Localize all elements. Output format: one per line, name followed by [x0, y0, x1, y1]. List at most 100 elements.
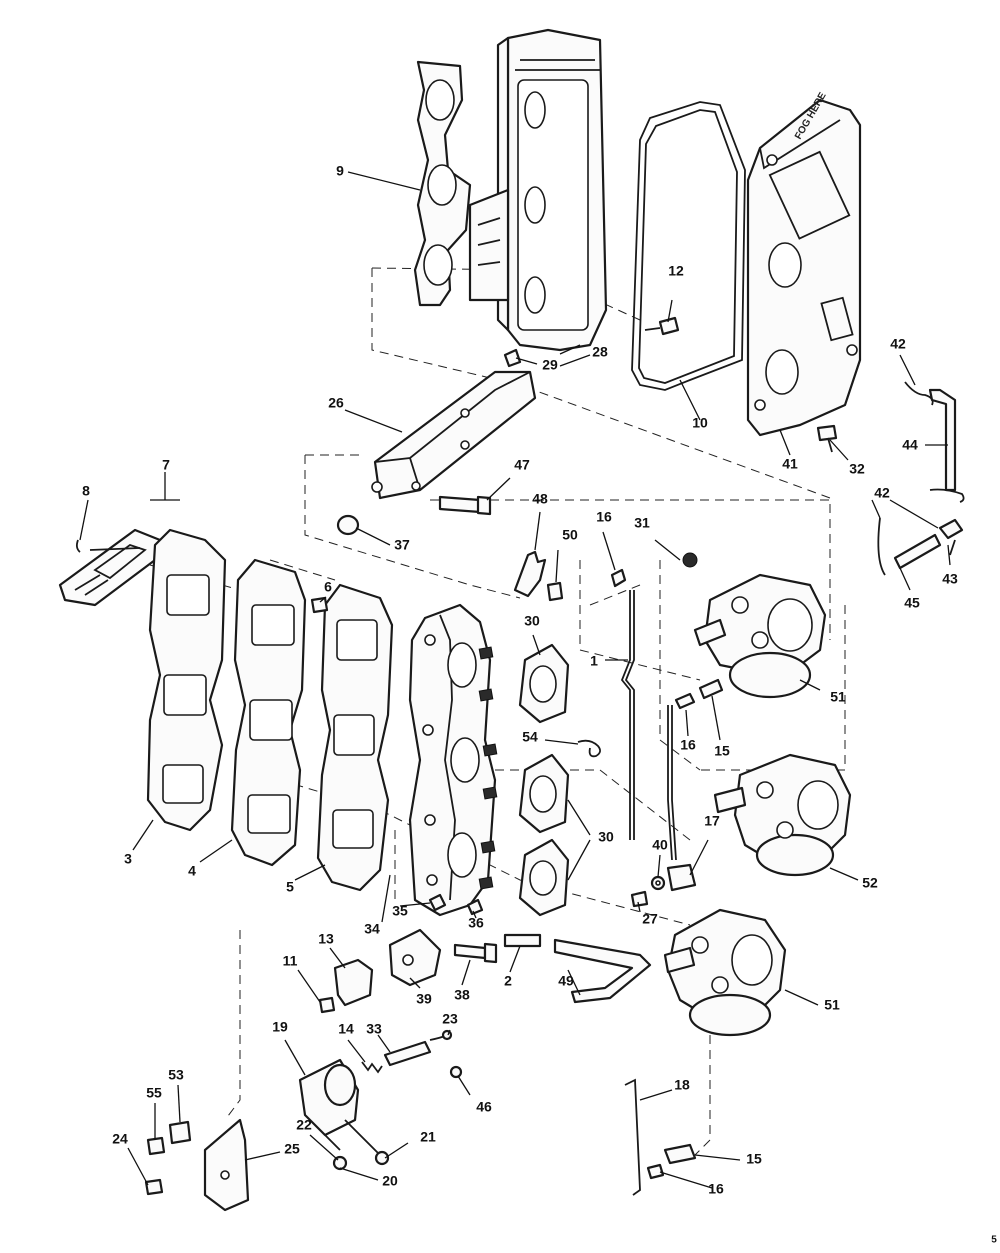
callout-5: 5: [286, 879, 294, 895]
intake-duct: [371, 370, 537, 500]
callout-6: 6: [324, 579, 332, 595]
throttle-link-rod: [667, 678, 724, 861]
callout-28: 28: [592, 344, 608, 360]
carburetor-middle: [713, 753, 852, 877]
callout-7: 7: [162, 457, 170, 473]
callout-52: 52: [862, 875, 878, 891]
callout-16-bottom: 16: [708, 1181, 724, 1197]
choke-solenoid: [298, 1058, 381, 1156]
bracket-screw: [546, 581, 564, 602]
plunger-nut: [449, 1065, 463, 1079]
callout-49: 49: [558, 973, 574, 989]
manifold-fasteners: [428, 893, 484, 916]
callout-32: 32: [849, 461, 865, 477]
callout-21: 21: [420, 1129, 436, 1145]
carburetor-top: [682, 552, 827, 699]
bracket-screw-small: [318, 996, 336, 1014]
fuel-hose: [553, 938, 652, 1004]
base-screw: [503, 348, 522, 368]
link-bracket-small: [666, 863, 697, 892]
manifold-bolt: [438, 495, 492, 516]
gasket-screw: [310, 596, 329, 614]
choke-rod-lower: [624, 1078, 641, 1196]
callout-40: 40: [652, 837, 668, 853]
spring-clip: [577, 739, 601, 758]
callout-16-top: 16: [596, 509, 612, 525]
callout-53: 53: [168, 1067, 184, 1083]
callout-10: 10: [692, 415, 708, 431]
callout-48: 48: [532, 491, 548, 507]
callout-18: 18: [674, 1077, 690, 1093]
reed-plate-gasket-3: [146, 528, 227, 832]
clip-screw: [146, 1136, 166, 1156]
callout-3: 3: [124, 851, 132, 867]
callout-13: 13: [318, 931, 334, 947]
callout-22: 22: [296, 1117, 312, 1133]
callout-51-bottom: 51: [824, 997, 840, 1013]
shield-screw: [144, 1178, 164, 1196]
callout-46: 46: [476, 1099, 492, 1115]
mounting-bolt: [453, 942, 498, 964]
callout-2: 2: [504, 973, 512, 989]
silencer-screw: [644, 316, 680, 336]
callout-55: 55: [146, 1085, 162, 1101]
plug: [336, 514, 360, 536]
callout-4: 4: [188, 863, 196, 879]
link-connector-upper: [610, 568, 627, 588]
intake-manifold-casting: [408, 603, 498, 917]
plunger-spring: [429, 1029, 453, 1041]
reed-plate-gasket-5: [316, 583, 394, 892]
callout-44: 44: [902, 437, 918, 453]
page-mark: 5: [991, 1235, 997, 1246]
solenoid-spring: [361, 1061, 383, 1074]
fitting-assembly: [877, 517, 964, 576]
callout-45: 45: [904, 595, 920, 611]
carburetor-bottom: [663, 908, 787, 1037]
washer: [650, 875, 666, 891]
callout-26: 26: [328, 395, 344, 411]
callout-51-top: 51: [830, 689, 846, 705]
silencer-cover: FOG HERE: [746, 90, 862, 437]
callout-38: 38: [454, 987, 470, 1003]
cover-screw: [816, 424, 838, 453]
recirculation-hose: [904, 381, 965, 503]
callout-19: 19: [272, 1019, 288, 1035]
callout-47: 47: [514, 457, 530, 473]
link-connector-lower: [646, 1143, 697, 1180]
carburetor-gasket-middle: [518, 753, 570, 834]
callout-37: 37: [394, 537, 410, 553]
callout-29: 29: [542, 357, 558, 373]
callout-16-mid: 16: [680, 737, 696, 753]
callout-8: 8: [82, 483, 90, 499]
callout-25: 25: [284, 1141, 300, 1157]
carb-screw: [630, 890, 649, 908]
callout-14: 14: [338, 1021, 354, 1037]
air-silencer-base: [468, 28, 608, 352]
carburetor-gasket-lower: [518, 838, 570, 917]
choke-bracket: [388, 928, 442, 987]
callout-11: 11: [283, 953, 298, 969]
callout-42-top: 42: [890, 336, 906, 352]
callout-54: 54: [522, 729, 538, 745]
callout-39: 39: [416, 991, 432, 1007]
callout-36: 36: [468, 915, 484, 931]
leader-lines: [79, 171, 951, 1189]
callout-41: 41: [782, 456, 798, 472]
callout-15-bottom: 15: [746, 1151, 762, 1167]
link-bracket: [513, 550, 547, 598]
callout-20: 20: [382, 1173, 398, 1189]
reed-valve-block: [58, 528, 162, 607]
callout-42-mid: 42: [874, 485, 890, 501]
solenoid-plunger: [383, 1040, 432, 1067]
wire-clip: [168, 1120, 192, 1145]
callout-1: 1: [590, 653, 598, 669]
callout-15-top: 15: [714, 743, 730, 759]
callout-9: 9: [336, 163, 344, 179]
callout-31: 31: [634, 515, 650, 531]
manifold-stud: [503, 933, 542, 948]
callout-24: 24: [112, 1131, 128, 1147]
callout-23: 23: [442, 1011, 458, 1027]
reed-pin: [75, 539, 81, 553]
callout-labels: 9 1 2 29 28 10 41 42 44 32 26 47 7 8 48 1…: [82, 163, 997, 1246]
